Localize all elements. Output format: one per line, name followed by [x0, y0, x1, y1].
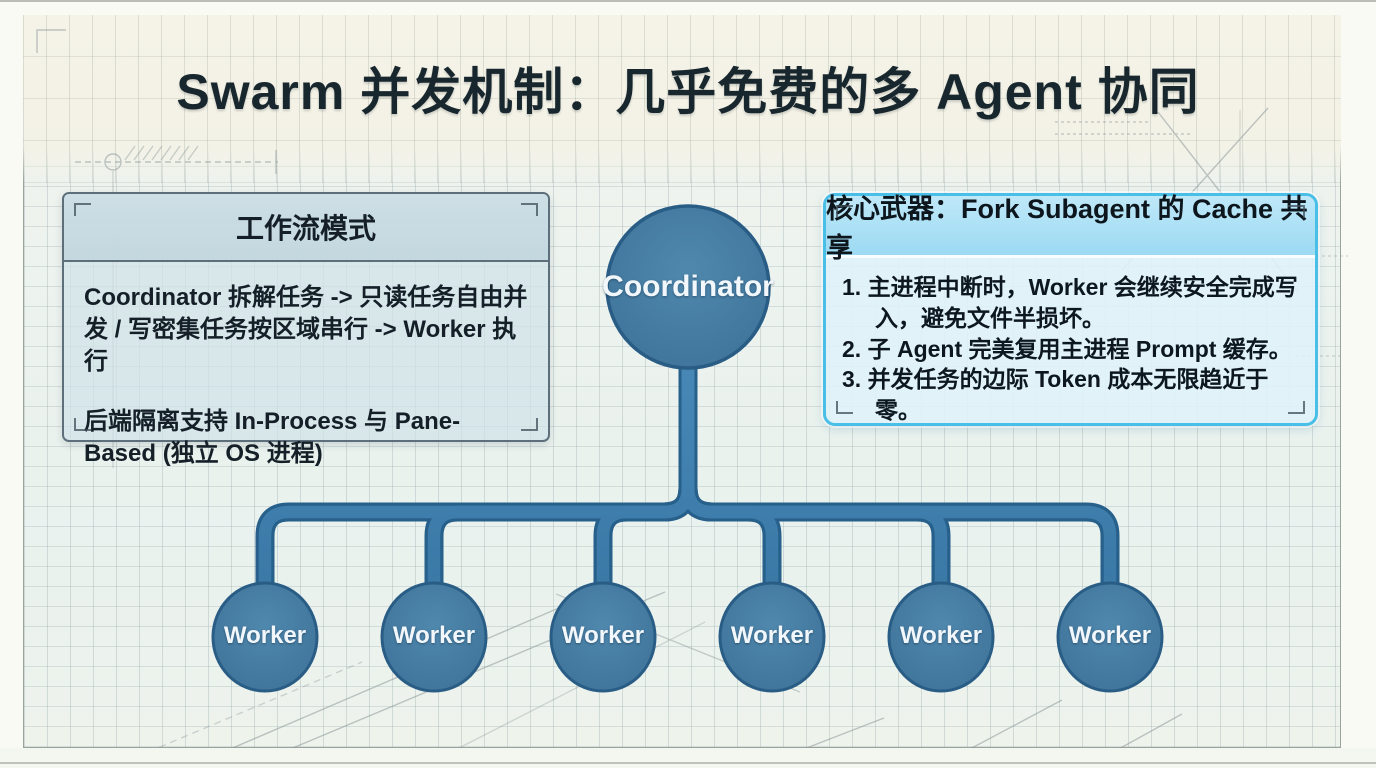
- corner-bracket-icon: [1288, 205, 1305, 218]
- workflow-panel-title: 工作流模式: [64, 194, 548, 262]
- corner-bracket-icon: [1288, 401, 1305, 414]
- worker-label: Worker: [561, 622, 645, 649]
- top-edge-line: [0, 0, 1376, 2]
- page-title: Swarm 并发机制：几乎免费的多 Agent 协同: [176, 64, 1200, 120]
- worker-node: [1056, 581, 1164, 693]
- bottom-edge-line: [0, 762, 1376, 764]
- coordinator-node: [605, 204, 771, 370]
- workflow-paragraph: Coordinator 拆解任务 -> 只读任务自由并发 / 写密集任务按区域串…: [84, 284, 528, 375]
- coordinator-label: Coordinator: [602, 270, 774, 303]
- cache-list-item: 3. 并发任务的边际 Token 成本无限趋近于零。: [842, 366, 1269, 424]
- worker-node: [549, 581, 657, 693]
- worker-label: Worker: [223, 622, 307, 649]
- worker-node: [380, 581, 488, 693]
- corner-bracket-icon: [836, 401, 853, 414]
- bottom-margin-strip: [0, 748, 1376, 768]
- worker-label: Worker: [730, 622, 814, 649]
- worker-node: [211, 581, 319, 693]
- cache-list-item: 2. 子 Agent 完美复用主进程 Prompt 缓存。: [842, 335, 1292, 362]
- worker-label: Worker: [392, 622, 476, 649]
- cache-sharing-panel: 核心武器：Fork Subagent 的 Cache 共享 1. 主进程中断时，…: [823, 193, 1318, 426]
- corner-bracket-icon: [74, 203, 91, 216]
- title-band-background: [23, 15, 1341, 183]
- cache-list-item: 1. 主进程中断时，Worker 会继续安全完成写入，避免文件半损坏。: [842, 274, 1298, 331]
- corner-bracket-icon: [521, 203, 538, 216]
- worker-label: Worker: [899, 622, 983, 649]
- workflow-paragraph: 后端隔离支持 In-Process 与 Pane-Based (独立 OS 进程…: [84, 407, 461, 467]
- corner-bracket-icon: [521, 418, 538, 431]
- worker-node: [887, 581, 995, 693]
- cache-panel-title: 核心武器：Fork Subagent 的 Cache 共享: [826, 194, 1315, 263]
- cache-panel-body: 1. 主进程中断时，Worker 会继续安全完成写入，避免文件半损坏。 2. 子…: [826, 258, 1315, 426]
- corner-bracket-icon: [74, 418, 91, 431]
- corner-bracket-icon: [836, 205, 853, 218]
- workflow-mode-panel: 工作流模式 Coordinator 拆解任务 -> 只读任务自由并发 / 写密集…: [62, 192, 550, 467]
- workflow-panel-body: Coordinator 拆解任务 -> 只读任务自由并发 / 写密集任务按区域串…: [64, 262, 548, 470]
- worker-node: [718, 581, 826, 693]
- connector-core: [258, 358, 1117, 596]
- worker-label: Worker: [1068, 622, 1152, 649]
